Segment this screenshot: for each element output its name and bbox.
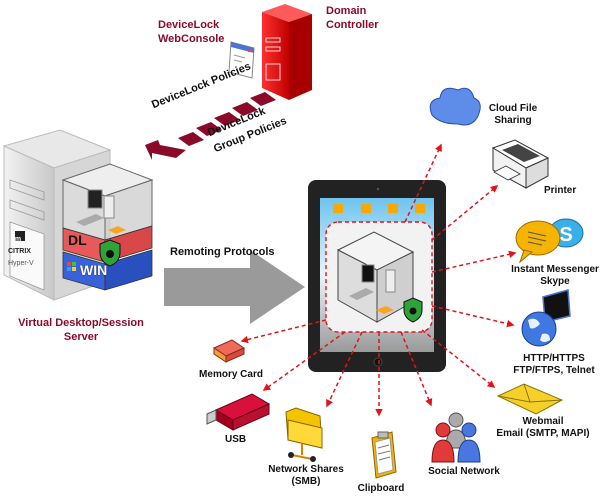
- printer-icon: [491, 139, 550, 189]
- webmail-label: Webmail Email (SMTP, MAPI): [488, 416, 598, 440]
- memory-card-icon: [212, 339, 246, 363]
- cloud-icon: [429, 87, 481, 126]
- webmail-label-line2: Email (SMTP, MAPI): [496, 428, 590, 439]
- network-folder-icon: [285, 407, 323, 462]
- network-label-line1: Network Shares: [268, 464, 344, 475]
- arrow-to-social: [400, 331, 433, 407]
- remoting-protocols-arrow: [164, 250, 305, 324]
- webconsole-label-line1: DeviceLock: [158, 19, 220, 31]
- social-network-icon: [431, 412, 481, 463]
- cloud-label-line2: Sharing: [494, 115, 532, 126]
- virtual-desktop-cube-icon: [61, 163, 154, 241]
- tablet-shield-lock-icon: [403, 297, 423, 323]
- server-label: Virtual Desktop/Session Server: [6, 316, 156, 344]
- instant-messenger-icon: S: [515, 218, 584, 264]
- arrow-to-usb: [262, 331, 346, 391]
- network-label: Network Shares (SMB): [264, 464, 348, 488]
- webconsole-window-icon: [228, 41, 255, 79]
- arrow-to-cloud: [404, 143, 442, 223]
- http-label-line1: HTTP/HTTPS: [523, 353, 585, 364]
- server-label-line1: Virtual Desktop/Session: [18, 317, 144, 329]
- win-layer-label: WIN: [80, 262, 108, 278]
- im-label-line2: Skype: [540, 276, 570, 287]
- envelope-icon: [496, 383, 564, 415]
- arrow-to-webmail: [421, 329, 496, 388]
- shield-lock-icon: [99, 239, 121, 267]
- data-channel-arrows: [240, 143, 517, 417]
- dl-layer-label: DL: [68, 232, 87, 248]
- printer-label: Printer: [544, 185, 577, 196]
- social-label: Social Network: [428, 466, 500, 477]
- clipboard-label: Clipboard: [357, 483, 405, 494]
- usb-label: USB: [225, 434, 247, 445]
- remoting-protocols-label: Remoting Protocols: [170, 246, 275, 258]
- cloud-label: Cloud File Sharing: [480, 103, 546, 127]
- policy-stream-arrow: [145, 92, 276, 160]
- webconsole-label-line2: WebConsole: [158, 33, 225, 45]
- webconsole-label: DeviceLock WebConsole: [158, 18, 224, 46]
- arrow-to-printer: [431, 185, 499, 241]
- tablet-desktop-cube-icon: [336, 231, 415, 323]
- arrow-to-memory: [240, 319, 327, 344]
- domain-controller-server-icon: [262, 4, 312, 100]
- clipboard-icon: [371, 431, 397, 479]
- domain-controller-label: Domain Controller: [326, 4, 379, 32]
- usb-drive-icon: [206, 393, 271, 431]
- server-label-line2: Server: [63, 331, 99, 343]
- domain-controller-label-line1: Domain: [326, 5, 367, 17]
- memory-card-label: Memory Card: [199, 369, 263, 380]
- arrow-to-im: [431, 250, 517, 273]
- network-label-line2: (SMB): [291, 476, 321, 487]
- cloud-label-line1: Cloud File: [488, 103, 538, 114]
- hyperv-logo: Hyper-V: [8, 260, 34, 267]
- http-label: HTTP/HTTPS FTP/FTPS, Telnet: [506, 353, 600, 377]
- win-layer: [62, 249, 153, 291]
- citrix-logo: CITRIX: [8, 248, 31, 255]
- vmware-logo: vm: [10, 236, 22, 243]
- domain-controller-label-line2: Controller: [326, 19, 379, 31]
- im-label-line1: Instant Messenger: [511, 264, 599, 275]
- globe-terminal-icon: [521, 289, 571, 347]
- webmail-label-line1: Webmail: [522, 416, 564, 427]
- http-label-line2: FTP/FTPS, Telnet: [513, 365, 595, 376]
- im-label: Instant Messenger Skype: [505, 264, 600, 288]
- svg-text:S: S: [559, 224, 572, 246]
